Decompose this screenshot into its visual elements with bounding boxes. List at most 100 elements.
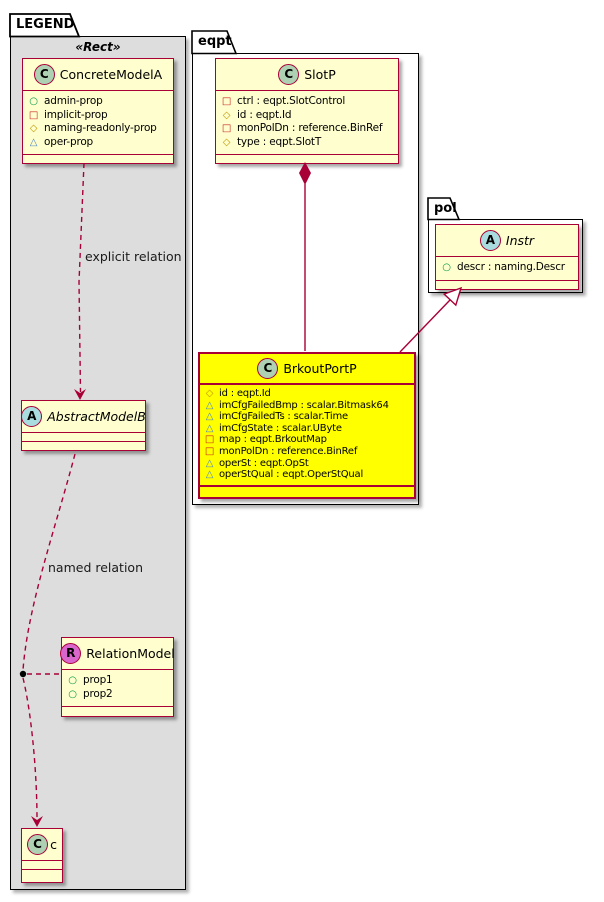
fields-compartment-empty xyxy=(22,433,145,442)
member-row: ◇ naming-readonly-prop xyxy=(28,122,168,136)
member-row: □ map : eqpt.BrkoutMap xyxy=(204,434,410,446)
prop-triangle-icon: △ xyxy=(205,469,214,481)
edge-label-explicit-relation: explicit relation xyxy=(85,249,182,264)
member-row: △ imCfgFailedBmp : scalar.Bitmask64 xyxy=(204,400,410,412)
member-row: △operStQual : eqpt.OperStQual xyxy=(204,469,410,481)
member-text: prop2 xyxy=(83,687,113,700)
relation-spot-icon: R xyxy=(60,643,82,664)
member-row: △ oper-prop xyxy=(28,136,168,150)
class-title: R RelationModel xyxy=(60,638,175,670)
legend-tab-label: LEGEND xyxy=(16,17,75,32)
methods-compartment-empty xyxy=(216,155,398,163)
class-name: RelationModel xyxy=(86,646,175,661)
class-instr[interactable]: A Instr ○ descr : naming.Descr xyxy=(435,224,579,290)
class-title: C ConcreteModelA xyxy=(23,59,173,91)
class-c[interactable]: C c xyxy=(21,828,63,883)
prop-circle-icon: ○ xyxy=(68,688,77,700)
class-title: A Instr xyxy=(436,225,578,257)
prop-circle-icon: ○ xyxy=(68,675,77,686)
methods-compartment-empty xyxy=(22,442,145,450)
member-text: id : eqpt.Id xyxy=(237,108,292,121)
package-legend xyxy=(10,36,186,890)
class-name: AbstractModelB xyxy=(47,409,146,424)
member-row: □ monPolDn : reference.BinRef xyxy=(204,446,410,458)
class-spot-icon: C xyxy=(27,834,49,855)
legend-stereotype: «Rect» xyxy=(75,40,121,54)
edge-label-named-relation: named relation xyxy=(48,560,143,575)
class-name: SlotP xyxy=(304,67,336,82)
member-row: ◇ id : eqpt.Id xyxy=(221,109,393,123)
class-spot-icon: C xyxy=(33,64,55,85)
member-text: type : eqpt.SlotT xyxy=(237,135,322,148)
pol-tab-label: pol xyxy=(434,201,457,216)
class-title: A AbstractModelB xyxy=(21,401,146,433)
prop-triangle-icon: △ xyxy=(205,457,214,469)
member-text: descr : naming.Descr xyxy=(457,261,565,273)
member-text: map : eqpt.BrkoutMap xyxy=(219,434,327,446)
fields-compartment-empty xyxy=(22,861,62,870)
member-text: implicit-prop xyxy=(44,108,108,121)
member-row: △ imCfgState : scalar.UByte xyxy=(204,423,410,435)
class-name: Instr xyxy=(505,233,535,248)
class-spot-icon: C xyxy=(257,358,279,379)
methods-compartment-empty xyxy=(436,281,578,289)
prop-diamond-icon: ◇ xyxy=(222,136,231,148)
prop-square-icon: □ xyxy=(204,445,215,457)
class-slotp[interactable]: C SlotP □ctrl : eqpt.SlotControl ◇id : e… xyxy=(215,58,399,164)
member-row: ◇ type : eqpt.SlotT xyxy=(221,136,393,150)
member-text: admin-prop xyxy=(44,95,103,107)
member-row: ○admin-prop xyxy=(28,95,168,109)
member-text: monPolDn : reference.BinRef xyxy=(237,122,383,134)
class-brkoutportp[interactable]: C BrkoutPortP ◇ id : eqpt.Id △ imCfgFailed… xyxy=(198,352,416,499)
class-spot-icon: C xyxy=(278,64,300,85)
prop-triangle-icon: △ xyxy=(29,136,38,148)
prop-square-icon: □ xyxy=(28,109,39,121)
prop-triangle-icon: △ xyxy=(205,399,214,411)
prop-diamond-icon: ◇ xyxy=(222,109,231,121)
abstract-spot-icon: A xyxy=(479,230,501,251)
member-text: monPolDn : reference.BinRef xyxy=(219,445,358,457)
methods-compartment-empty xyxy=(62,707,173,716)
class-concretemodela[interactable]: C ConcreteModelA ○admin-prop □ implicit-p… xyxy=(22,58,174,164)
class-title: C SlotP xyxy=(216,59,398,91)
abstract-spot-icon: A xyxy=(21,406,43,427)
member-text: imCfgFailedTs : scalar.Time xyxy=(219,411,348,423)
member-row: ○ descr : naming.Descr xyxy=(441,261,573,275)
fields-compartment: □ctrl : eqpt.SlotControl ◇id : eqpt.Id □… xyxy=(216,91,398,155)
class-title: C c xyxy=(22,829,62,861)
member-text: naming-readonly-prop xyxy=(44,122,157,134)
class-title: C BrkoutPortP xyxy=(200,354,414,385)
prop-circle-icon: ○ xyxy=(442,262,451,273)
fields-compartment: ◇ id : eqpt.Id △ imCfgFailedBmp : scalar.B… xyxy=(200,385,414,487)
prop-triangle-icon: △ xyxy=(205,422,214,434)
member-row: ○ prop2 xyxy=(67,688,168,702)
member-text: imCfgFailedBmp : scalar.Bitmask64 xyxy=(219,399,389,411)
methods-compartment-empty xyxy=(23,155,173,163)
eqpt-tab-label: eqpt xyxy=(198,34,232,49)
member-row: □ implicit-prop xyxy=(28,109,168,123)
methods-compartment-empty xyxy=(200,487,414,497)
methods-compartment-empty xyxy=(22,870,62,882)
prop-diamond-icon: ◇ xyxy=(29,123,38,134)
member-row: ○prop1 xyxy=(67,674,168,688)
member-text: oper-prop xyxy=(44,135,94,148)
class-name: c xyxy=(50,837,57,852)
prop-triangle-icon: △ xyxy=(205,411,214,423)
member-row: ◇ id : eqpt.Id xyxy=(204,388,410,400)
member-row: △ operSt : eqpt.OpSt xyxy=(204,458,410,470)
class-name: ConcreteModelA xyxy=(59,67,163,82)
fields-compartment: ○admin-prop □ implicit-prop ◇ naming-reado… xyxy=(23,91,173,155)
member-row: △ imCfgFailedTs : scalar.Time xyxy=(204,411,410,423)
class-relationmodel[interactable]: R RelationModel ○prop1 ○ prop2 xyxy=(60,637,175,717)
member-text: operSt : eqpt.OpSt xyxy=(219,457,309,469)
class-abstractmodelb[interactable]: A AbstractModelB xyxy=(21,400,146,451)
fields-compartment: ○ descr : naming.Descr xyxy=(436,257,578,281)
member-row: □ctrl : eqpt.SlotControl xyxy=(221,95,393,109)
member-text: id : eqpt.Id xyxy=(219,388,271,399)
prop-diamond-icon: ◇ xyxy=(205,388,214,399)
member-text: ctrl : eqpt.SlotControl xyxy=(237,95,346,107)
member-text: imCfgState : scalar.UByte xyxy=(219,422,342,434)
prop-square-icon: □ xyxy=(204,434,215,446)
prop-square-icon: □ xyxy=(221,123,232,134)
